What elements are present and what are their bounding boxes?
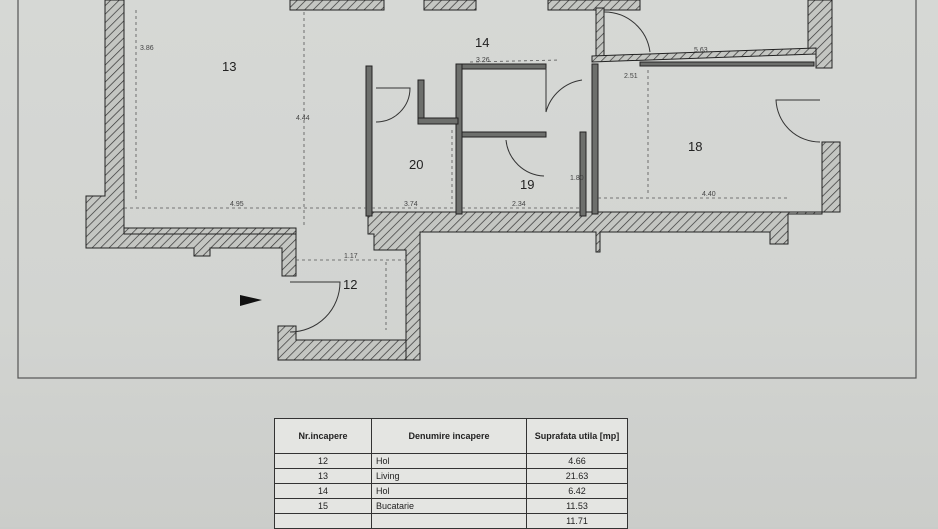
entry-arrow-icon	[240, 295, 262, 306]
dimension-label: 3.74	[404, 201, 418, 208]
walls	[85, 0, 841, 361]
door-swings	[289, 11, 821, 333]
cell-room-name: Bucatarie	[371, 498, 527, 514]
cell-room-number	[274, 513, 372, 529]
partitions	[365, 61, 815, 217]
dimension-label: 4.40	[702, 191, 716, 198]
table-row: 13 Living 21.63	[274, 468, 628, 484]
cell-room-number: 15	[274, 498, 372, 514]
room-label-20: 20	[409, 157, 423, 172]
dimension-label: 1.80	[570, 175, 584, 182]
cell-room-name: Living	[371, 468, 527, 484]
dimension-label: 3.86	[140, 45, 154, 52]
dimension-lines	[124, 10, 790, 330]
table-row: 15 Bucatarie 11.53	[274, 498, 628, 514]
table-header-row: Nr.incapere Denumire incapere Suprafata …	[274, 418, 628, 454]
drawing-frame	[17, 0, 917, 379]
dimension-label: 5.63	[694, 47, 708, 54]
dimension-label: 1.17	[344, 253, 358, 260]
cell-usable-area: 11.71	[526, 513, 628, 529]
cell-room-name: Hol	[371, 483, 527, 499]
room-label-13: 13	[222, 59, 236, 74]
dimension-label: 2.34	[512, 201, 526, 208]
cell-usable-area: 21.63	[526, 468, 628, 484]
room-area-table: Nr.incapere Denumire incapere Suprafata …	[274, 418, 628, 529]
column-header-usable-area: Suprafata utila [mp]	[526, 418, 628, 454]
cell-room-number: 13	[274, 468, 372, 484]
room-label-18: 18	[688, 139, 702, 154]
room-label-12: 12	[343, 277, 357, 292]
dimension-label: 2.51	[624, 73, 638, 80]
table-row: 14 Hol 6.42	[274, 483, 628, 499]
column-header-room-name: Denumire incapere	[371, 418, 527, 454]
cell-usable-area: 11.53	[526, 498, 628, 514]
cell-room-number: 12	[274, 453, 372, 469]
cell-room-name	[371, 513, 527, 529]
table-row: 11.71	[274, 513, 628, 529]
dimension-label: 4.95	[230, 201, 244, 208]
table-row: 12 Hol 4.66	[274, 453, 628, 469]
cell-usable-area: 6.42	[526, 483, 628, 499]
cell-room-name: Hol	[371, 453, 527, 469]
dimension-label: 4.44	[296, 115, 310, 122]
room-label-14: 14	[475, 35, 489, 50]
column-header-room-number: Nr.incapere	[274, 418, 372, 454]
room-label-19: 19	[520, 177, 534, 192]
dimension-label: 3.26	[476, 57, 490, 64]
cell-usable-area: 4.66	[526, 453, 628, 469]
cell-room-number: 14	[274, 483, 372, 499]
